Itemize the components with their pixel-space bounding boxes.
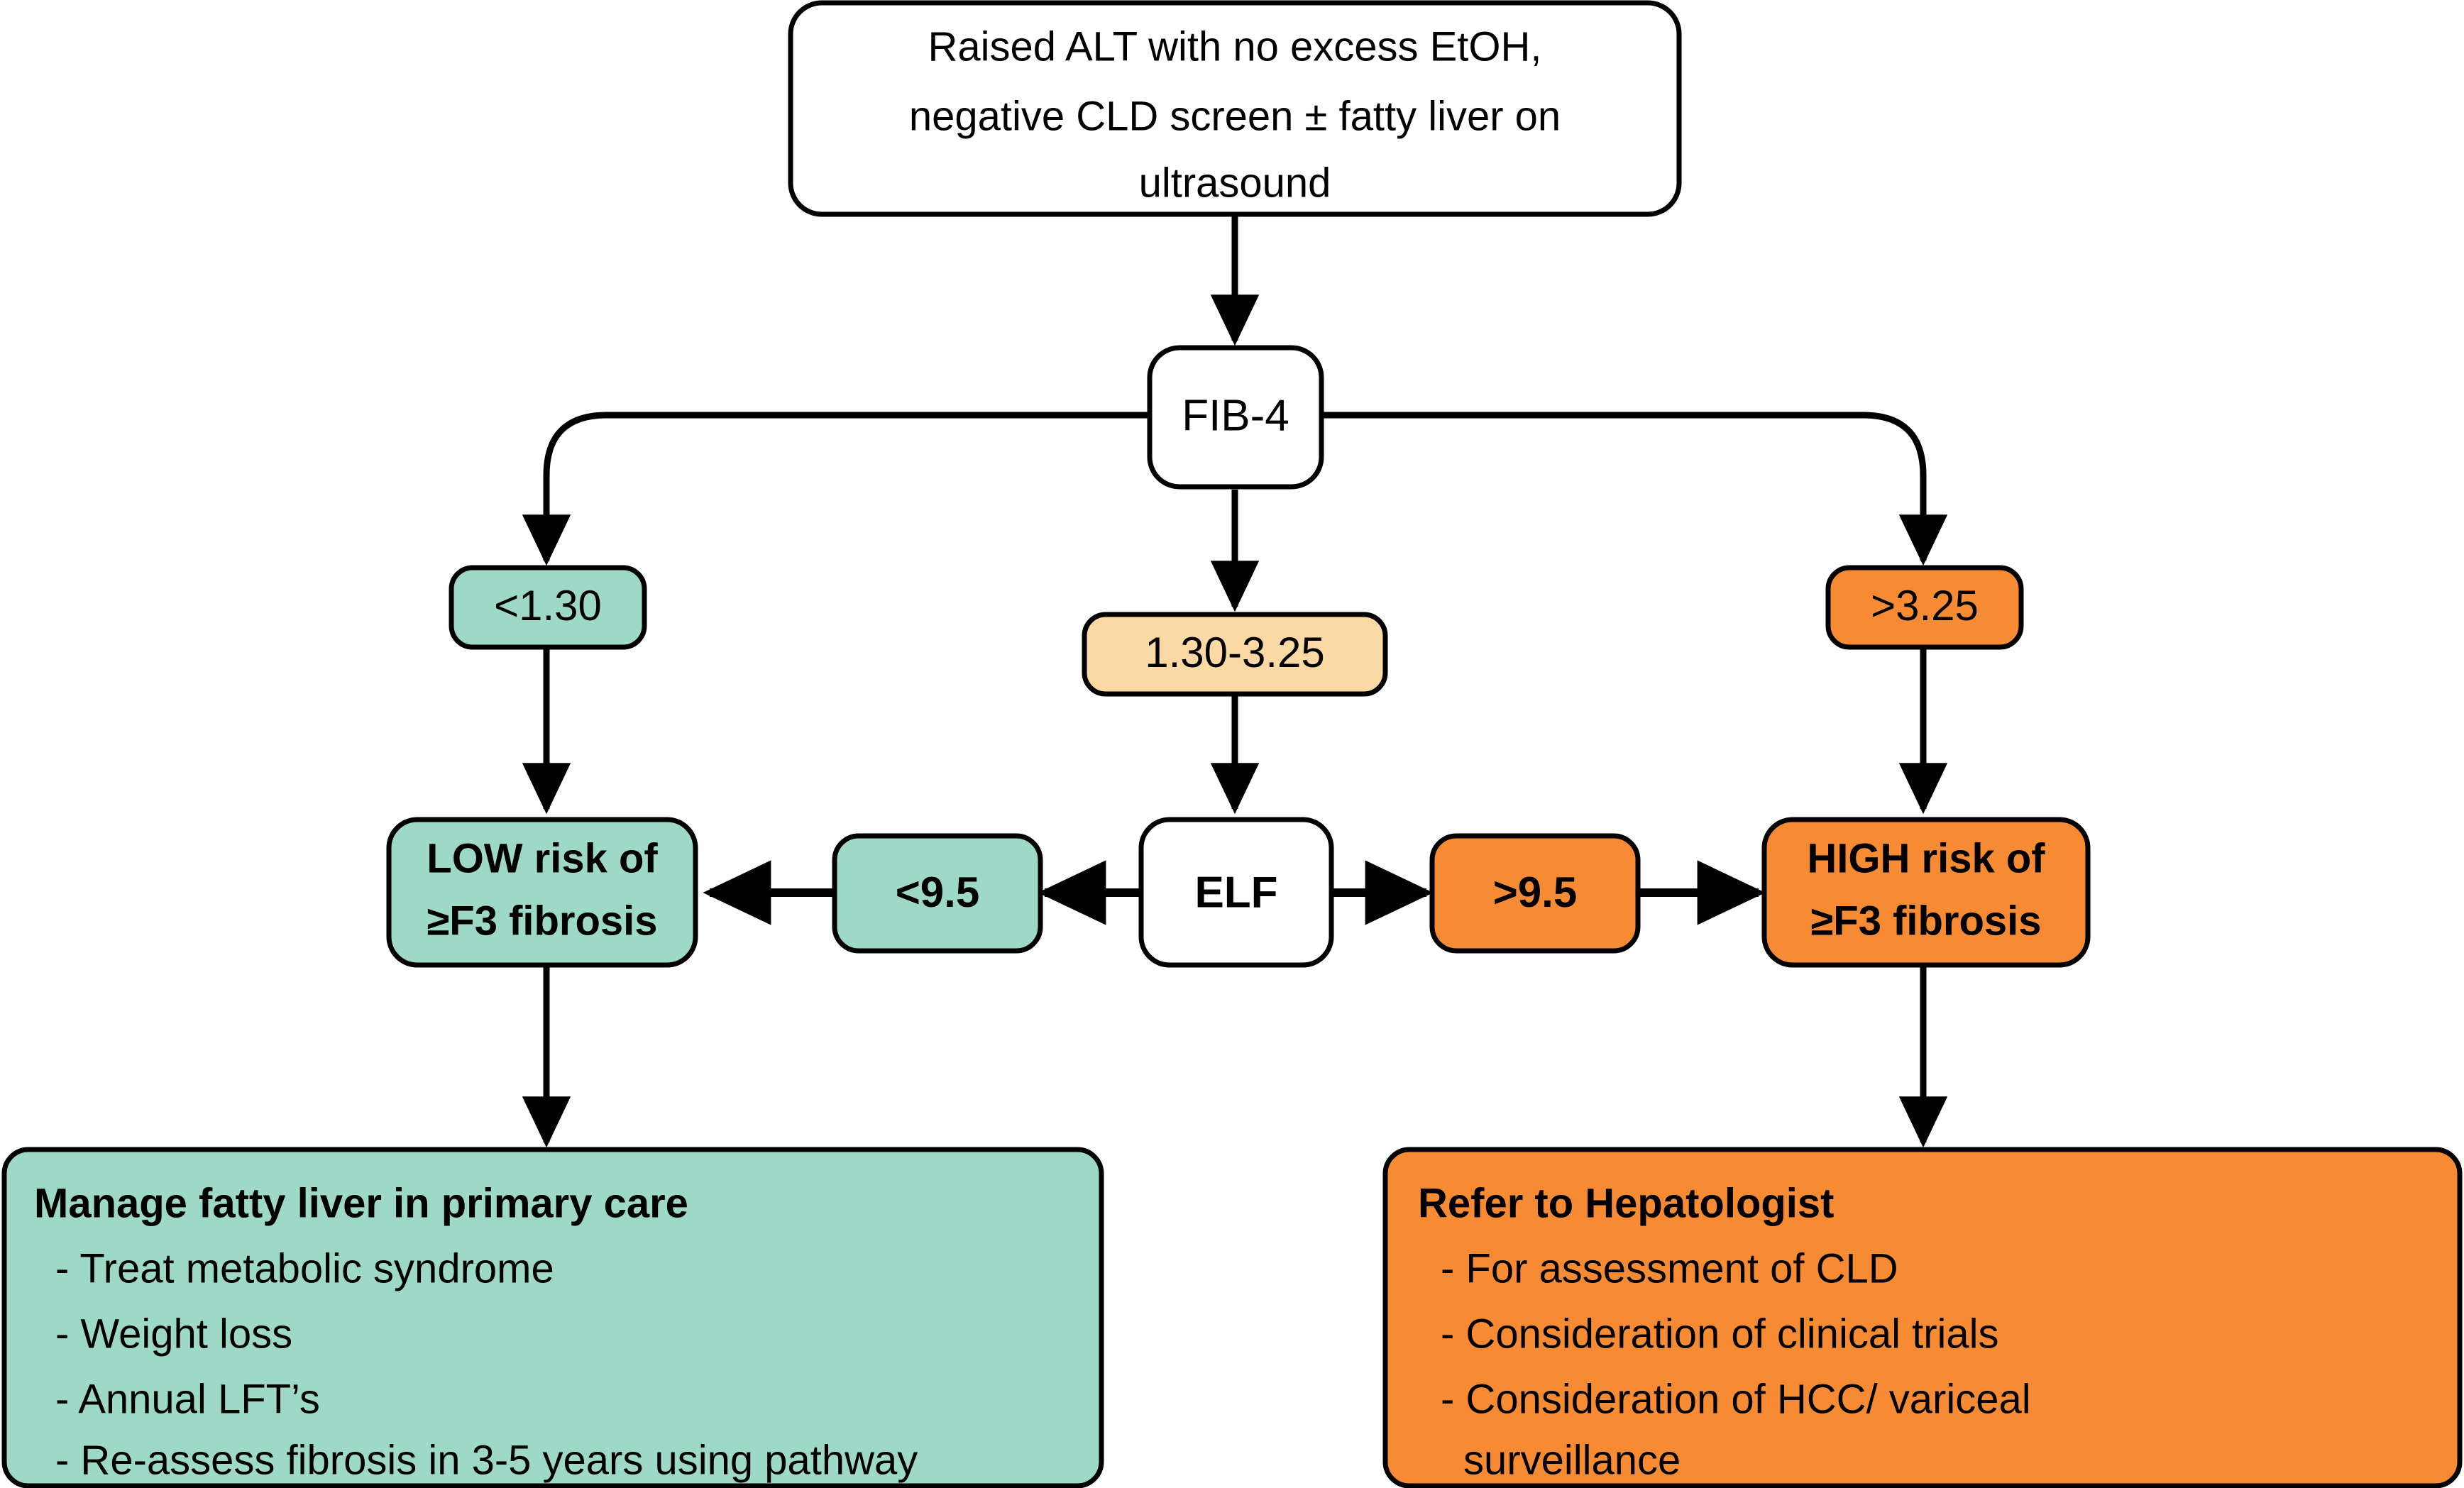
- high-risk-line-1: HIGH risk of: [1807, 835, 2045, 881]
- manage-bullet-2: - Weight loss: [55, 1311, 292, 1357]
- node-low-risk-outcome[interactable]: LOW risk of ≥F3 fibrosis: [386, 817, 698, 968]
- raised-alt-line-1: Raised ALT with no excess EtOH,: [928, 23, 1541, 70]
- node-manage-primary-care[interactable]: Manage fatty liver in primary care - Tre…: [1, 1147, 1104, 1488]
- node-elf-high-threshold[interactable]: >9.5: [1429, 833, 1641, 954]
- high-risk-line-2: ≥F3 fibrosis: [1810, 898, 2041, 944]
- manage-bullet-1: - Treat metabolic syndrome: [55, 1245, 554, 1291]
- node-raised-alt[interactable]: Raised ALT with no excess EtOH, negative…: [788, 0, 1682, 217]
- raised-alt-line-2: negative CLD screen ± fatty liver on: [909, 93, 1561, 139]
- elf-label: ELF: [1194, 868, 1277, 917]
- refer-bullet-3: - Consideration of HCC/ variceal: [1441, 1376, 2031, 1422]
- fib4-low-threshold-label: <1.30: [494, 582, 602, 629]
- node-elf[interactable]: ELF: [1138, 817, 1334, 968]
- edge-fib4-to-high-threshold: [1321, 412, 1948, 566]
- refer-bullet-2: - Consideration of clinical trials: [1441, 1311, 1999, 1357]
- node-high-risk-outcome[interactable]: HIGH risk of ≥F3 fibrosis: [1761, 817, 2091, 968]
- refer-heading: Refer to Hepatologist: [1418, 1180, 1835, 1226]
- fib-4-label: FIB-4: [1182, 391, 1289, 440]
- manage-heading: Manage fatty liver in primary care: [34, 1180, 688, 1226]
- elf-low-threshold-label: <9.5: [896, 869, 979, 916]
- node-fib-4[interactable]: FIB-4: [1147, 345, 1324, 490]
- node-fib4-low-threshold[interactable]: <1.30: [449, 565, 647, 650]
- elf-high-threshold-label: >9.5: [1493, 869, 1577, 916]
- node-elf-low-threshold[interactable]: <9.5: [832, 833, 1043, 954]
- low-risk-line-2: ≥F3 fibrosis: [427, 898, 657, 944]
- manage-bullet-4: - Re-assess fibrosis in 3-5 years using …: [55, 1437, 918, 1483]
- node-fib4-indeterminate-threshold[interactable]: 1.30-3.25: [1082, 612, 1388, 697]
- refer-bullet-4: surveillance: [1463, 1437, 1681, 1483]
- node-fib4-high-threshold[interactable]: >3.25: [1825, 565, 2024, 650]
- fib4-high-threshold-label: >3.25: [1871, 582, 1979, 629]
- raised-alt-line-3: ultrasound: [1139, 160, 1331, 206]
- fib4-indeterminate-threshold-label: 1.30-3.25: [1145, 629, 1325, 676]
- node-refer-hepatologist[interactable]: Refer to Hepatologist - For assessment o…: [1382, 1147, 2463, 1488]
- edge-fib4-to-low-threshold: [522, 412, 1150, 566]
- low-risk-line-1: LOW risk of: [427, 835, 658, 881]
- refer-bullet-1: - For assessment of CLD: [1441, 1245, 1898, 1291]
- manage-bullet-3: - Annual LFT’s: [55, 1376, 320, 1422]
